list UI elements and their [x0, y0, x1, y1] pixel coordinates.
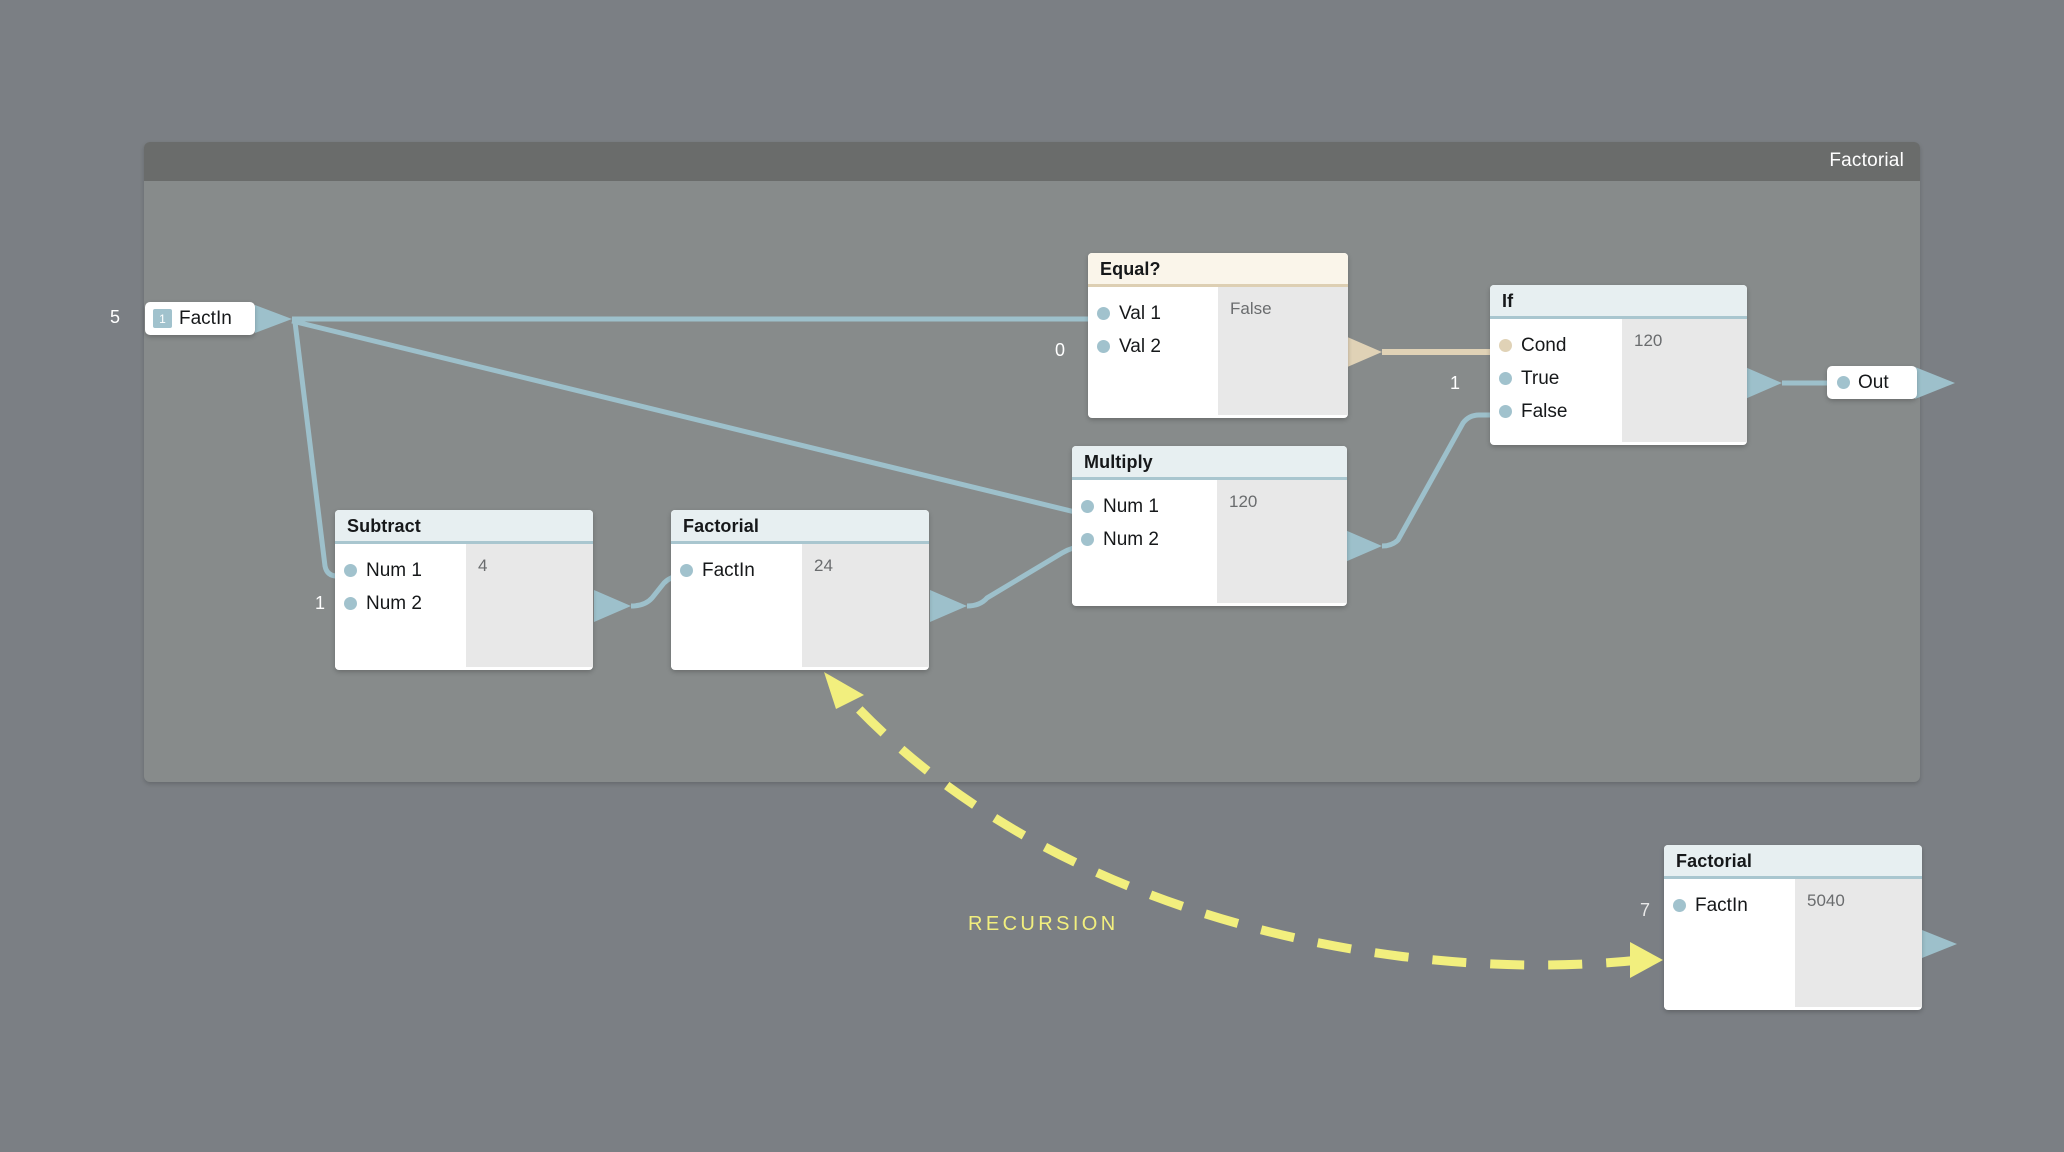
port-num-2[interactable]: Num 2: [1072, 523, 1217, 556]
subtract-num2-external-value: 1: [314, 593, 325, 613]
node-equal-ports: Val 1 Val 2: [1088, 287, 1218, 415]
node-factorial-outer-value: 5040: [1807, 891, 1845, 910]
port-dot-icon[interactable]: [1081, 533, 1094, 546]
out-label: Out: [1858, 371, 1889, 393]
port-dot-icon[interactable]: [1499, 372, 1512, 385]
node-factorial-inner-value: 24: [814, 556, 833, 575]
port-val-1[interactable]: Val 1: [1088, 297, 1218, 330]
port-dot-icon[interactable]: [1673, 899, 1686, 912]
port-dot-icon[interactable]: [1499, 405, 1512, 418]
node-factorial-outer-ports: FactIn: [1664, 879, 1795, 1007]
port-dot-icon[interactable]: [344, 597, 357, 610]
node-subtract-title: Subtract: [335, 510, 593, 544]
node-subtract-ports: Num 1 Num 2: [335, 544, 466, 667]
port-dot-icon[interactable]: [680, 564, 693, 577]
factin-badge: 1: [153, 309, 172, 328]
port-num-2[interactable]: Num 2: [335, 587, 466, 620]
port-label: Val 2: [1119, 335, 1161, 357]
node-multiply-title: Multiply: [1072, 446, 1347, 480]
node-factorial-inner-value-panel: 24: [802, 544, 929, 667]
node-if-value: 120: [1634, 331, 1663, 350]
port-factin[interactable]: FactIn: [1664, 889, 1795, 922]
port-factin[interactable]: FactIn: [671, 554, 802, 587]
node-subtract-value-panel: 4: [466, 544, 593, 667]
node-equal-value-panel: False: [1218, 287, 1348, 415]
node-multiply-value-panel: 120: [1217, 480, 1347, 603]
port-cond[interactable]: Cond: [1490, 329, 1622, 362]
port-num-1[interactable]: Num 1: [1072, 490, 1217, 523]
wire-arrow-factorial-outer-out: [1917, 928, 1957, 960]
node-subtract[interactable]: Subtract Num 1 Num 2 4: [335, 510, 593, 670]
factin-label: FactIn: [179, 307, 232, 329]
wire-arrow-out-terminal: [1915, 367, 1955, 399]
port-val-2[interactable]: Val 2: [1088, 330, 1218, 363]
node-equal-title: Equal?: [1088, 253, 1348, 287]
node-if-value-panel: 120: [1622, 319, 1747, 442]
node-multiply[interactable]: Multiply Num 1 Num 2 120: [1072, 446, 1347, 606]
out-port-dot-icon[interactable]: [1837, 376, 1850, 389]
node-factorial-inner-title: Factorial: [671, 510, 929, 544]
port-num-1[interactable]: Num 1: [335, 554, 466, 587]
port-label: Num 1: [366, 559, 422, 581]
node-if-title: If: [1490, 285, 1747, 319]
output-node-out[interactable]: Out: [1827, 366, 1917, 399]
canvas-title: Factorial: [1829, 150, 1904, 171]
node-factorial-outer-value-panel: 5040: [1795, 879, 1922, 1007]
node-subtract-value: 4: [478, 556, 488, 575]
node-if[interactable]: If Cond True False 120: [1490, 285, 1747, 445]
port-label: Num 2: [366, 592, 422, 614]
if-true-external-value: 1: [1449, 373, 1460, 393]
node-factorial-inner[interactable]: Factorial FactIn 24: [671, 510, 929, 670]
port-false[interactable]: False: [1490, 395, 1622, 428]
node-equal-value: False: [1230, 299, 1272, 318]
port-label: Val 1: [1119, 302, 1161, 324]
port-dot-icon[interactable]: [1097, 340, 1110, 353]
node-if-ports: Cond True False: [1490, 319, 1622, 442]
equal-val2-external-value: 0: [1054, 340, 1065, 360]
factin-external-value: 5: [109, 307, 120, 327]
port-dot-icon[interactable]: [1081, 500, 1094, 513]
port-label: Num 2: [1103, 528, 1159, 550]
node-multiply-value: 120: [1229, 492, 1258, 511]
node-equal[interactable]: Equal? Val 1 Val 2 False: [1088, 253, 1348, 418]
port-label: True: [1521, 367, 1560, 389]
port-true[interactable]: True: [1490, 362, 1622, 395]
port-dot-icon[interactable]: [1499, 339, 1512, 352]
port-label: FactIn: [1695, 894, 1748, 916]
port-dot-icon[interactable]: [344, 564, 357, 577]
factorial-canvas-panel: Factorial: [144, 142, 1920, 782]
node-multiply-ports: Num 1 Num 2: [1072, 480, 1217, 603]
node-factorial-outer-title: Factorial: [1664, 845, 1922, 879]
node-factorial-inner-ports: FactIn: [671, 544, 802, 667]
canvas-titlebar[interactable]: Factorial: [144, 142, 1920, 181]
port-label: Cond: [1521, 334, 1567, 356]
port-label: FactIn: [702, 559, 755, 581]
port-label: False: [1521, 400, 1568, 422]
node-factorial-outer[interactable]: Factorial FactIn 5040: [1664, 845, 1922, 1010]
port-label: Num 1: [1103, 495, 1159, 517]
recursion-arrowhead-right: [1630, 942, 1663, 978]
input-node-factin[interactable]: 1 FactIn: [145, 302, 255, 335]
factorial-outer-external-value: 7: [1639, 900, 1650, 920]
recursion-annotation-label: RECURSION: [968, 913, 1119, 935]
port-dot-icon[interactable]: [1097, 307, 1110, 320]
